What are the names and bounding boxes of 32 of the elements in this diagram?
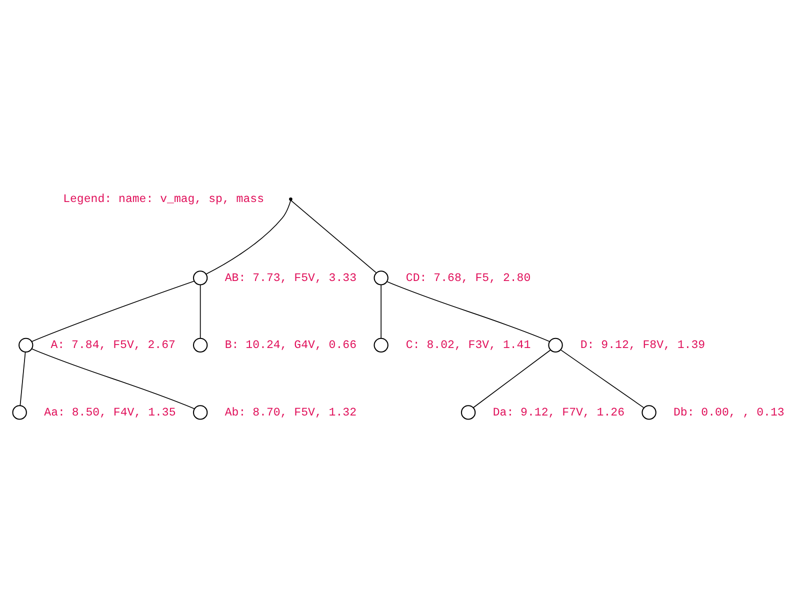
node-label: AB: 7.73, F5V, 3.33 <box>224 272 357 285</box>
node-circle <box>192 338 208 353</box>
node-label: C: 8.02, F3V, 1.41 <box>406 339 531 352</box>
node-circle <box>12 405 27 420</box>
connector <box>206 200 292 274</box>
node-point <box>289 197 292 201</box>
node-label: B: 10.24, G4V, 0.66 <box>224 339 357 352</box>
node-label: Db: 0.00, , 0.13 <box>673 406 784 420</box>
connector <box>200 284 201 339</box>
node-circle <box>374 270 388 286</box>
node-label: D: 9.12, F8V, 1.39 <box>580 339 706 352</box>
connector <box>290 200 376 273</box>
node-circle <box>548 338 563 353</box>
connector <box>20 352 26 406</box>
node-label: Da: 9.12, F7V, 1.26 <box>492 406 625 420</box>
node-circle <box>460 405 476 420</box>
node-circle <box>374 338 388 353</box>
connector <box>31 348 195 410</box>
connector <box>31 280 195 342</box>
node-label: Aa: 8.50, F4V, 1.35 <box>44 406 176 420</box>
node-circle <box>192 405 208 420</box>
connector <box>386 281 550 342</box>
connector <box>380 284 382 339</box>
connector <box>472 350 551 408</box>
node-label: CD: 7.68, F5, 2.80 <box>406 272 531 285</box>
node-label: A: 7.84, F5V, 2.67 <box>50 339 176 352</box>
node-circle <box>642 405 656 420</box>
node-circle <box>192 270 208 286</box>
node-label: Ab: 8.70, F5V, 1.32 <box>224 406 357 420</box>
node-circle <box>18 338 34 353</box>
connector <box>560 350 644 408</box>
label: Legend: name: v_mag, sp, mass <box>63 193 264 206</box>
